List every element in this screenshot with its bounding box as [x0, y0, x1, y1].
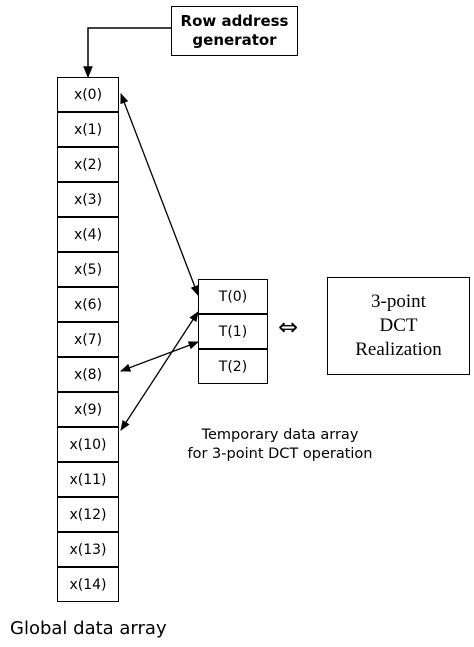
global-cell: x(11): [57, 462, 119, 497]
global-cell: x(6): [57, 287, 119, 322]
global-cell: x(2): [57, 147, 119, 182]
global-cell: x(9): [57, 392, 119, 427]
global-cell: x(10): [57, 427, 119, 462]
global-cell: x(1): [57, 112, 119, 147]
x0-t0-arrow: [120, 93, 199, 296]
temp-cell: T(2): [198, 349, 268, 384]
generator-to-x0-arrow: [83, 27, 171, 79]
global-cell: x(5): [57, 252, 119, 287]
global-cell: x(8): [57, 357, 119, 392]
dct-line3: Realization: [355, 339, 442, 360]
temporary-array-label-line2: for 3-point DCT operation: [187, 446, 373, 462]
dct-realization-box: 3-point DCT Realization: [327, 277, 470, 375]
global-cell: x(4): [57, 217, 119, 252]
x10-t1-arrow: [120, 311, 199, 431]
temporary-array-label: Temporary data array for 3-point DCT ope…: [160, 426, 400, 464]
global-cell: x(13): [57, 532, 119, 567]
dct-line2: DCT: [379, 315, 418, 336]
global-cell: x(3): [57, 182, 119, 217]
global-cell: x(0): [57, 77, 119, 112]
equivalence-symbol: ⇔: [278, 313, 299, 341]
row-address-generator-box: Row address generator: [171, 6, 298, 56]
global-cell: x(14): [57, 567, 119, 602]
global-cell: x(7): [57, 322, 119, 357]
row-address-generator-line2: generator: [192, 31, 277, 49]
global-array-label: Global data array: [10, 618, 167, 639]
global-cell: x(12): [57, 497, 119, 532]
temp-cell: T(0): [198, 279, 268, 314]
row-address-generator-line1: Row address: [180, 12, 289, 30]
temporary-array-label-line1: Temporary data array: [201, 427, 359, 443]
dct-line1: 3-point: [371, 291, 426, 312]
x9-t2-arrow: [120, 341, 199, 372]
temp-cell: T(1): [198, 314, 268, 349]
